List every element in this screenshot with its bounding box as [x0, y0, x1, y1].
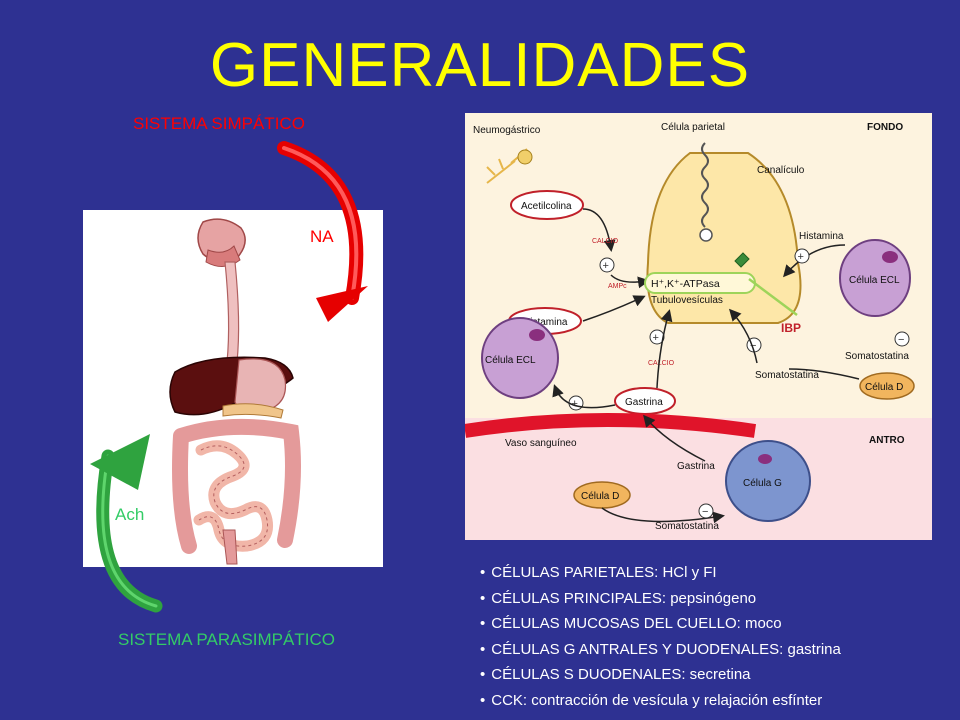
digestive-system-illustration [83, 210, 383, 567]
celula-g-label: Célula G [743, 478, 782, 489]
parasympathetic-arrow [90, 434, 163, 613]
fondo-label: FONDO [867, 122, 903, 133]
d-cell-right [859, 372, 915, 400]
svg-text:−: − [750, 340, 756, 352]
digestive-organs-drawing [169, 218, 301, 565]
sympathetic-arrow [277, 141, 368, 322]
na-label: NA [310, 227, 334, 246]
svg-text:+: + [653, 332, 659, 344]
svg-text:−: − [702, 506, 708, 518]
bullet-item: CÉLULAS PARIETALES: HCl y FI [480, 560, 950, 586]
acetilcolina-label: Acetilcolina [521, 201, 572, 212]
gastric-secretion-diagram: FONDO ANTRO Neumogástrico Célula parieta… [463, 113, 932, 540]
gastrina-circle-label: Gastrina [625, 397, 663, 408]
bullet-item: CÉLULAS G ANTRALES Y DUODENALES: gastrin… [480, 637, 950, 663]
celula-d-antro-label: Célula D [581, 491, 619, 502]
ach-label: Ach [115, 505, 145, 524]
gastrina-antro-label: Gastrina [677, 461, 715, 472]
somatostatina-mid-label: Somatostatina [755, 370, 819, 381]
atpasa-label: H⁺,K⁺-ATPasa [651, 278, 720, 290]
bullet-item: CÉLULAS PRINCIPALES: pepsinógeno [480, 586, 950, 612]
g-cell [725, 440, 811, 522]
histamina-left-label: Histamina [523, 317, 568, 328]
vaso-label: Vaso sanguíneo [505, 438, 577, 449]
svg-text:+: + [798, 251, 804, 263]
neuron-icon [486, 148, 533, 184]
somatostatina-right-label: Somatostatina [845, 351, 909, 362]
celula-ecl-left-label: Célula ECL [485, 355, 536, 366]
ampc-label: AMPc [608, 283, 627, 290]
tubulovesiculas-label: Tubulovesículas [651, 295, 723, 306]
svg-text:+: + [603, 260, 609, 272]
histamina-right-label: Histamina [799, 231, 844, 242]
acetilcolina-bubble [510, 190, 584, 220]
bullet-item: CÉLULAS MUCOSAS DEL CUELLO: moco [480, 611, 950, 637]
calcio-top-label: CALCIO [592, 238, 619, 245]
canaliculus [701, 142, 709, 228]
celula-d-right-label: Célula D [865, 382, 903, 393]
slide-title: GENERALIDADES [209, 31, 751, 100]
svg-text:−: − [898, 334, 904, 346]
antro-label: ANTRO [869, 435, 905, 446]
neumogastrico-label: Neumogástrico [473, 125, 541, 136]
gastric-regulation-svg: FONDO ANTRO Neumogástrico Célula parieta… [463, 113, 932, 540]
ibp-label: IBP [781, 321, 801, 335]
sympathetic-label: SISTEMA SIMPÁTICO [133, 114, 305, 133]
bullet-item: CCK: contracción de vesícula y relajació… [480, 688, 950, 714]
calcio-mid-label: CALCIO [648, 360, 675, 367]
celula-parietal-label: Célula parietal [661, 122, 725, 133]
svg-text:+: + [572, 398, 578, 410]
canaliculo-label: Canalículo [757, 165, 805, 176]
celula-ecl-right-label: Célula ECL [849, 275, 900, 286]
parasympathetic-label: SISTEMA PARASIMPÁTICO [118, 630, 335, 649]
blood-vessel [463, 413, 757, 438]
cell-function-list: CÉLULAS PARIETALES: HCl y FI CÉLULAS PRI… [480, 560, 950, 713]
bullet-item: CÉLULAS S DUODENALES: secretina [480, 662, 950, 688]
somatostatina-antro-label: Somatostatina [655, 521, 719, 532]
